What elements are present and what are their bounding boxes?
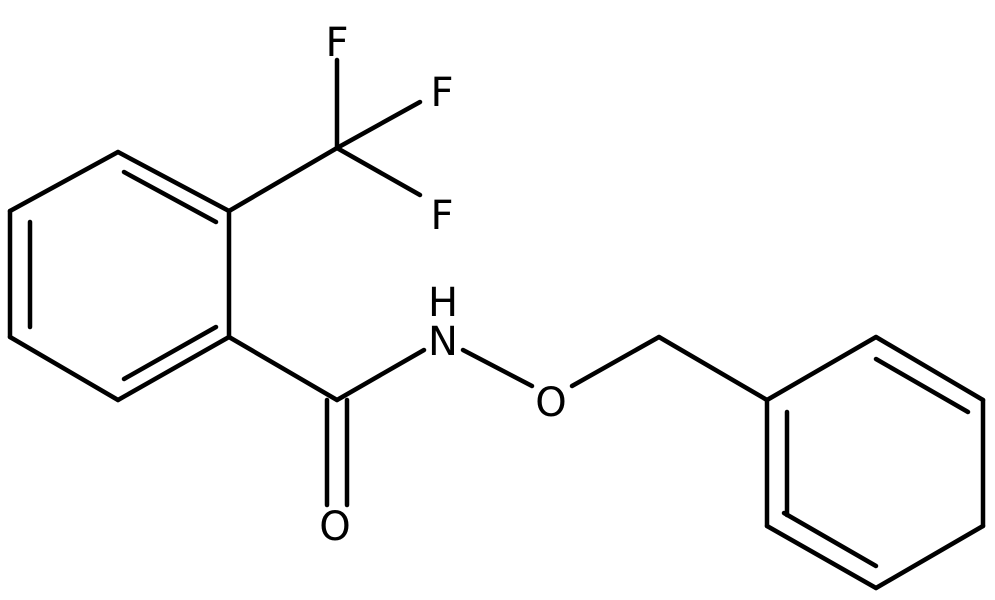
- bond-ring2-top: [873, 334, 986, 403]
- fluorine-lower-label: F: [430, 193, 453, 239]
- bond-ring2-upper-left: [764, 334, 879, 403]
- amide-nitrogen-label: N: [428, 319, 458, 365]
- trifluoromethyl-group: F F F: [226, 20, 454, 239]
- bond-ring-to-cf3: [226, 145, 340, 214]
- amide-group: O H N O: [226, 280, 567, 550]
- amide-hydrogen-label: H: [428, 280, 458, 326]
- fluorine-right-label: F: [430, 70, 453, 116]
- bond-ring-to-carbonyl: [226, 334, 340, 403]
- bond-nitrogen-to-oxygen: [460, 347, 535, 389]
- bond-ring1-upper-left: [7, 149, 121, 214]
- bond-ring2-lower-left: [764, 523, 879, 591]
- bond-ring1-lower-right-inner: [121, 324, 219, 382]
- bond-ring1-top: [115, 149, 232, 214]
- carbonyl-oxygen-label: O: [319, 504, 350, 550]
- phenyl-ring: [764, 334, 986, 591]
- bond-oxygen-to-ch2: [569, 334, 662, 389]
- bond-ring1-top-inner: [121, 169, 219, 225]
- fluorine-top-label: F: [325, 20, 348, 66]
- bond-ch2-to-ring: [656, 334, 770, 403]
- bond-c-f-right: [334, 99, 423, 151]
- bond-ring2-lower-left-inner: [781, 510, 879, 569]
- benzoyl-ring: [7, 149, 232, 403]
- benzyl-linker: [569, 334, 770, 403]
- bond-ring2-lower-right: [873, 523, 986, 591]
- bond-carbonyl-to-nitrogen: [334, 347, 427, 403]
- bond-ring1-lower-left: [7, 334, 121, 403]
- bond-c-f-lower: [334, 145, 423, 198]
- bond-ring2-top-inner: [873, 356, 971, 415]
- ether-oxygen-label: O: [535, 380, 566, 426]
- bond-ring1-lower-right: [115, 334, 232, 403]
